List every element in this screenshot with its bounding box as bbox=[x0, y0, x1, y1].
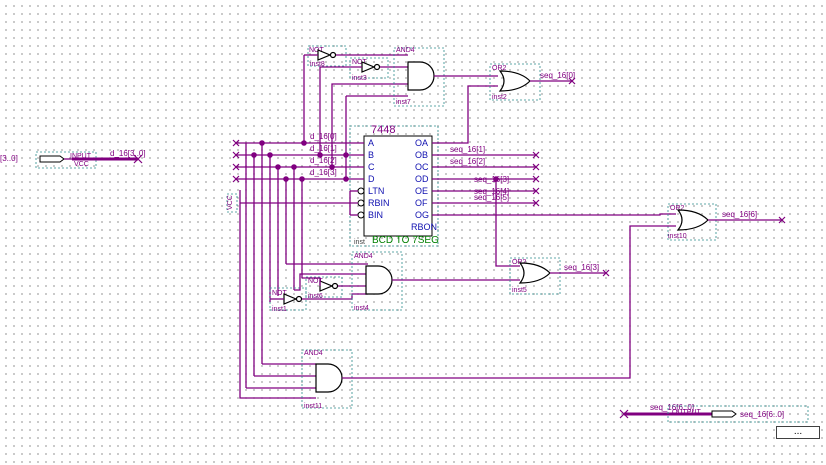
and-gate-bottom-type: AND4 bbox=[304, 350, 323, 357]
seg-label-1: seq_16[1] bbox=[450, 145, 485, 154]
not-gate-top-1-inst: inst8 bbox=[310, 61, 325, 68]
decoder-pin-rbon: RBON bbox=[411, 222, 437, 232]
input-bus-label: d_16[3..0] bbox=[110, 149, 146, 158]
junction-dots bbox=[251, 140, 349, 182]
decoder-7448[interactable]: 7448 A B C D LTN RBIN BIN OA OB OC OD OE… bbox=[349, 124, 439, 247]
or-gate-mid[interactable]: OR2 inst5 bbox=[509, 257, 561, 295]
output-pin-type: OUTPUT bbox=[672, 409, 702, 416]
wire-and-bot-to-or-right bbox=[342, 225, 676, 379]
not-gate-top-2-inst: inst3 bbox=[352, 75, 367, 82]
output-pin-name: seq_16[6..0] bbox=[740, 410, 784, 419]
and-gate-top-inst: inst7 bbox=[396, 99, 411, 106]
not-gate-mid-type: NOT bbox=[308, 278, 324, 285]
wire-and-bot-in4 bbox=[239, 190, 316, 399]
decoder-pin-ltn: LTN bbox=[368, 186, 384, 196]
vcc-label: VCC bbox=[227, 195, 234, 210]
decoder-input-wires bbox=[232, 139, 364, 183]
wire-not-bot-out bbox=[302, 293, 368, 300]
not-gate-top-2[interactable]: NOT inst3 bbox=[349, 57, 389, 82]
input-pin-supply: VCC bbox=[74, 161, 89, 168]
and-gate-mid-inst: inst4 bbox=[354, 305, 369, 312]
and-gate-mid[interactable]: AND4 inst4 bbox=[351, 251, 403, 312]
not-gate-top-1[interactable]: NOT inst8 bbox=[307, 45, 347, 68]
wire-not-mid-in bbox=[302, 277, 321, 286]
and-gate-top-type: AND4 bbox=[396, 47, 415, 54]
and-gate-bottom-inst: inst11 bbox=[304, 403, 322, 410]
wire-and-top-in3 bbox=[331, 83, 408, 102]
input-pin-type: INPUT bbox=[70, 153, 92, 160]
seg-label-2: seq_16[2] bbox=[450, 157, 485, 166]
output-pin[interactable]: OUTPUT seq_16[6..0] bbox=[667, 405, 809, 423]
or-mid-out-label: seq_16[3] bbox=[564, 263, 599, 272]
decoder-pin-c: C bbox=[368, 162, 375, 172]
not-gate-mid[interactable]: NOT inst6 bbox=[305, 276, 343, 300]
decoder-title: 7448 bbox=[371, 124, 395, 136]
wire-od-to-or-mid bbox=[495, 179, 520, 267]
seg-label-3: seq_16[3] bbox=[474, 175, 509, 184]
d-label-0: d_16[0] bbox=[310, 132, 337, 141]
or-gate-top[interactable]: OR2 inst2 bbox=[489, 63, 541, 101]
wire-oa-to-or-top bbox=[440, 85, 498, 144]
tap-wires bbox=[245, 55, 347, 388]
decoder-output-wires bbox=[432, 142, 676, 216]
not-gate-bottom-type: NOT bbox=[272, 290, 288, 297]
not-gate-top-2-type: NOT bbox=[352, 59, 368, 66]
or-gate-top-type: OR2 bbox=[492, 65, 507, 72]
decoder-pin-oe: OE bbox=[415, 186, 428, 196]
wire-and-mid-in2 bbox=[294, 273, 368, 291]
decoder-pin-of: OF bbox=[415, 198, 428, 208]
input-bus-end-mark bbox=[133, 154, 143, 164]
or-mid-out-mark bbox=[602, 269, 610, 277]
and-gate-bottom[interactable]: AND4 inst11 bbox=[301, 349, 353, 410]
not-gate-bottom-inst: inst1 bbox=[272, 306, 287, 313]
not-gate-top-1-type: NOT bbox=[309, 47, 325, 54]
or-gate-top-inst: inst2 bbox=[492, 94, 507, 101]
d-label-1: d_16[1] bbox=[310, 144, 337, 153]
seg-label-4: seq_16[4] bbox=[474, 187, 509, 196]
decoder-pin-b: B bbox=[368, 150, 374, 160]
input-pin-name: [3..0] bbox=[0, 154, 18, 163]
decoder-pin-ob: OB bbox=[415, 150, 428, 160]
decoder-pin-d: D bbox=[368, 174, 375, 184]
or-gate-right[interactable]: OR2 inst10 bbox=[667, 203, 717, 241]
or-gate-right-inst: inst10 bbox=[668, 233, 687, 240]
and-gate-top[interactable]: AND4 inst7 bbox=[393, 47, 445, 107]
output-bus-label: seq_16[6..0] bbox=[650, 403, 694, 412]
or-right-out-mark bbox=[778, 216, 786, 224]
or-gate-mid-inst: inst5 bbox=[512, 287, 527, 294]
decoder-subtitle: BCD TO 7SEG bbox=[372, 235, 439, 246]
wire-not2-in bbox=[319, 66, 362, 90]
more-button[interactable]: ... bbox=[776, 426, 820, 439]
vcc-wires bbox=[226, 190, 358, 216]
or-gate-right-type: OR2 bbox=[670, 205, 685, 212]
or-right-out-label: seq_16[6] bbox=[722, 210, 757, 219]
decoder-pin-rbin: RBIN bbox=[368, 198, 390, 208]
decoder-pin-og: OG bbox=[415, 210, 429, 220]
or-top-out-mark bbox=[568, 77, 576, 85]
decoder-pin-oc: OC bbox=[415, 162, 429, 172]
not-gate-bottom[interactable]: NOT inst1 bbox=[269, 287, 307, 313]
and-gate-mid-type: AND4 bbox=[354, 253, 373, 260]
seg-label-5: seq_16[5] bbox=[474, 193, 509, 202]
decoder-pin-bin: BIN bbox=[368, 210, 383, 220]
decoder-inst: inst bbox=[354, 239, 365, 246]
decoder-pin-oa: OA bbox=[415, 138, 428, 148]
decoder-pin-a: A bbox=[368, 138, 374, 148]
decoder-pin-od: OD bbox=[415, 174, 429, 184]
not-gate-mid-inst: inst6 bbox=[308, 293, 323, 300]
d-label-2: d_16[2] bbox=[310, 156, 337, 165]
d-label-3: d_16[3] bbox=[310, 168, 337, 177]
or-top-out-label: seq_16[0] bbox=[540, 71, 575, 80]
